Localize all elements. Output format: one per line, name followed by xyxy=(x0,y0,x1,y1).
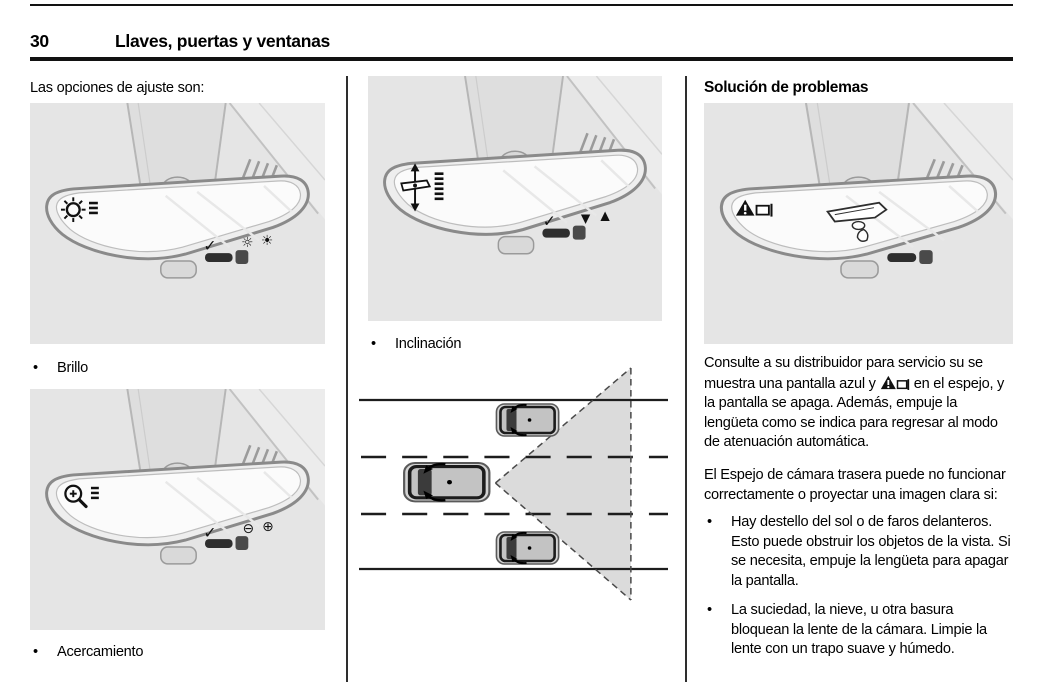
top-rule xyxy=(30,4,1013,6)
adjust-options-intro: Las opciones de ajuste son: xyxy=(30,80,205,96)
warning-camera-icon xyxy=(735,199,773,217)
bullet-inclinacion: • Inclinación xyxy=(371,335,661,355)
check-icon: ✓ xyxy=(543,211,556,230)
brightness-sun-with-bars-icon xyxy=(60,197,98,223)
figure-zoom-mirror: ✓ ⊖ ⊕ xyxy=(30,389,325,630)
camera-field-of-view xyxy=(495,368,631,600)
header-rule xyxy=(30,57,1013,61)
triangle-up-icon: ▲ xyxy=(600,207,610,222)
car-adjacent-lane-bottom xyxy=(495,530,560,566)
check-icon: ✓ xyxy=(203,523,216,542)
troubleshooting-bullet-glare: • Hay destello del sol o de faros delant… xyxy=(707,513,1015,591)
minus-circle-icon: ⊖ xyxy=(243,521,255,537)
bullet-dot: • xyxy=(371,336,376,352)
triangle-down-icon: ▼ xyxy=(581,210,591,225)
bullet-dot: • xyxy=(707,514,712,530)
figure-camera-view-diagram xyxy=(359,363,668,605)
field-of-view-borders xyxy=(494,367,632,601)
bullet-dot: • xyxy=(707,602,712,618)
bullet-dot: • xyxy=(33,644,38,660)
road-solid-lines xyxy=(359,398,668,571)
bullet-brillo: • Brillo xyxy=(33,359,323,379)
page-number: 30 xyxy=(30,31,49,51)
tilt-double-arrow-with-bars-icon xyxy=(400,163,444,212)
sun-filled-icon: ☀ xyxy=(261,233,273,249)
check-icon: ✓ xyxy=(203,236,216,255)
bullet-dirt-text: La suciedad, la nieve, u otra basura blo… xyxy=(731,602,987,658)
paragraph-text: en el espejo, y la pantalla se apaga. Ad… xyxy=(704,375,1005,451)
figure-brightness-mirror: ✓ ☼ ☀ xyxy=(30,103,325,344)
bullet-brillo-label: Brillo xyxy=(57,360,88,376)
sun-outline-icon: ☼ xyxy=(241,235,253,251)
troubleshooting-paragraph-2: El Espejo de cámara trasera puede no fun… xyxy=(704,467,1006,503)
bullet-acercamiento: • Acercamiento xyxy=(33,643,323,663)
troubleshooting-bullet-dirt: • La suciedad, la nieve, u otra basura b… xyxy=(707,601,1015,660)
warning-camera-icon xyxy=(880,375,909,390)
plus-circle-icon: ⊕ xyxy=(262,519,274,535)
car-adjacent-lane-top xyxy=(495,402,560,438)
mirror-tab-illustration xyxy=(826,201,888,242)
chapter-title: Llaves, puertas y ventanas xyxy=(115,31,330,51)
paragraph-text: Consulte a su distribuidor para servicio… xyxy=(704,355,983,392)
column-divider-right xyxy=(685,76,687,682)
troubleshooting-paragraph-1: Consulte a su distribuidor para servicio… xyxy=(704,354,1014,453)
bullet-glare-text: Hay destello del sol o de faros delanter… xyxy=(731,514,1011,589)
figure-troubleshoot-mirror xyxy=(704,103,1013,344)
troubleshooting-heading: Solución de problemas xyxy=(704,79,869,96)
bullet-acercamiento-label: Acercamiento xyxy=(57,644,144,660)
road-dashed-lines xyxy=(361,455,668,516)
car-own-vehicle xyxy=(402,461,492,504)
figure-tilt-mirror: ✓ ▼ ▲ xyxy=(368,76,662,321)
column-divider-left xyxy=(346,76,348,682)
bullet-dot: • xyxy=(33,360,38,376)
bullet-inclinacion-label: Inclinación xyxy=(395,336,462,352)
magnifier-zoom-with-bars-icon xyxy=(64,484,99,509)
